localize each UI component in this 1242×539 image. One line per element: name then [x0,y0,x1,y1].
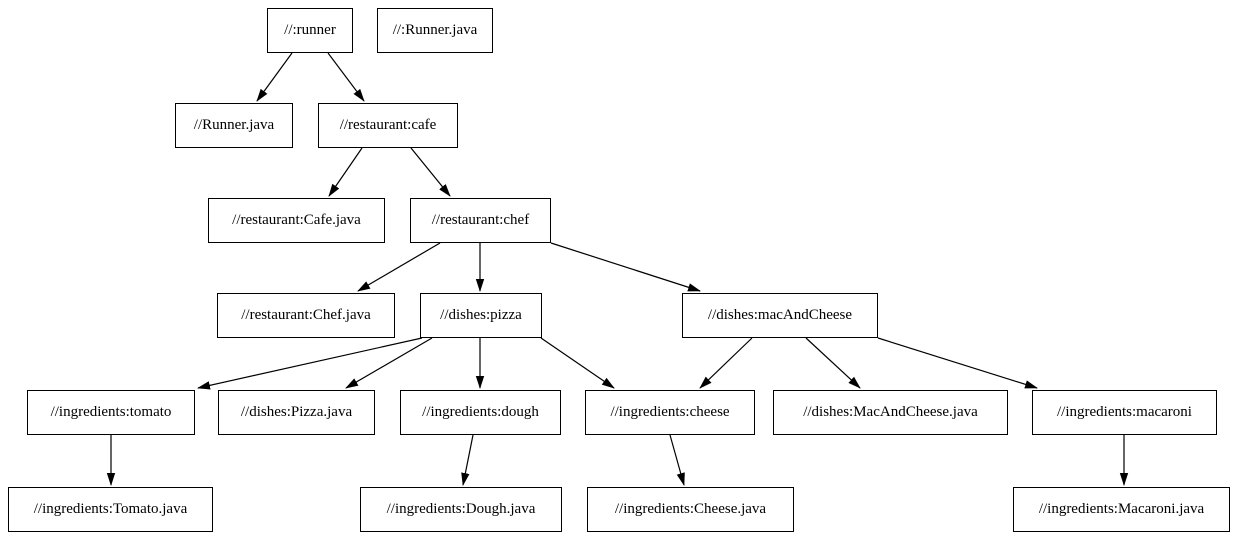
graph-node-runner: //:runner [267,8,353,53]
graph-node-tomato: //ingredients:tomato [27,390,195,435]
edge-cafe-to-chef [410,147,451,197]
graph-node-tomato_java: //ingredients:Tomato.java [8,487,213,532]
graph-node-chef: //restaurant:chef [410,198,551,243]
edge-dough-to-dough_java [461,434,474,486]
edge-chef-to-mac_and_cheese [550,242,701,292]
graph-node-pizza: //dishes:pizza [420,293,542,338]
graph-node-macaroni: //ingredients:macaroni [1032,390,1217,435]
edge-cafe-to-cafe_java [328,147,363,197]
edge-mac_and_cheese-to-cheese [699,337,753,389]
graph-node-dough_java: //ingredients:Dough.java [360,487,562,532]
graph-node-cafe: //restaurant:cafe [318,103,458,148]
graph-node-mac_and_cheese_java: //dishes:MacAndCheese.java [773,390,1008,435]
edge-pizza-to-cheese [540,337,615,389]
edge-runner-to-cafe [327,52,365,102]
edge-mac_and_cheese-to-macaroni [877,337,1038,389]
graph-node-mac_and_cheese: //dishes:macAndCheese [682,293,878,338]
edge-pizza-to-pizza_java [345,337,433,389]
graph-node-cheese_java: //ingredients:Cheese.java [587,487,794,532]
graph-node-runner_java_top: //:Runner.java [377,8,493,53]
graph-node-cheese: //ingredients:cheese [585,390,755,435]
graph-node-chef_java: //restaurant:Chef.java [217,293,395,338]
graph-node-macaroni_java: //ingredients:Macaroni.java [1013,487,1230,532]
graph-node-cafe_java: //restaurant:Cafe.java [208,198,385,243]
edge-runner-to-runner_java [256,52,293,102]
edge-cheese-to-cheese_java [669,434,685,486]
graph-node-dough: //ingredients:dough [400,390,561,435]
edge-mac_and_cheese-to-mac_and_cheese_java [805,337,861,389]
edge-chef-to-chef_java [357,242,441,292]
graph-node-pizza_java: //dishes:Pizza.java [218,390,375,435]
edge-pizza-to-tomato [197,337,423,390]
graph-node-runner_java: //Runner.java [175,103,293,148]
